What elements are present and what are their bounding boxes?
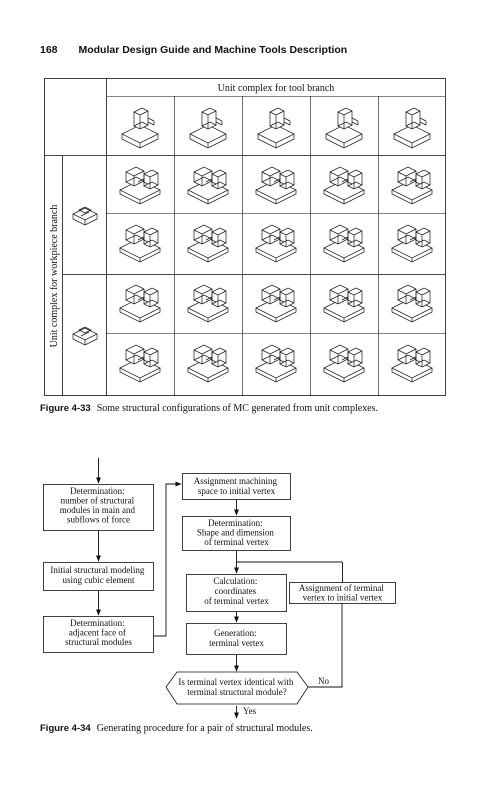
row-header: Unit complex for workpiece branch — [49, 205, 60, 348]
calculation-box — [186, 574, 287, 612]
shape-dimension-box — [182, 516, 291, 551]
table-frame — [44, 78, 446, 396]
figure-4-34-label: Figure 4-34 — [40, 723, 91, 734]
assignment-terminal-text: Assignment of terminal vertex to initial… — [299, 583, 386, 603]
page-number: 168 — [40, 44, 58, 56]
figure-4-33-caption: Figure 4-33 Some structural configuration… — [40, 403, 378, 414]
config-cell-r3 — [119, 284, 433, 323]
tool-unit-drawing-2 — [189, 107, 227, 149]
decision-text: Is terminal vertex identical with termin… — [178, 677, 295, 697]
adjacent-face-box — [43, 616, 154, 653]
figure-4-33-label: Figure 4-33 — [40, 403, 91, 414]
initial-modeling-text: Initial structural modeling using cubic … — [50, 565, 146, 585]
tool-unit-drawing-3 — [257, 107, 295, 149]
figure-4-34-caption: Figure 4-34 Generating procedure for a pa… — [40, 723, 313, 734]
yes-label: Yes — [243, 706, 257, 716]
config-cell-r2 — [119, 224, 433, 263]
generation-text: Generation: terminal vertex — [209, 628, 264, 648]
figure-4-34-flowchart: Determination: number of structural modu… — [43, 458, 396, 719]
workpiece-unit-drawing-1 — [72, 206, 98, 226]
no-label: No — [318, 676, 329, 686]
generation-box — [186, 623, 287, 655]
workpiece-unit-drawing-2 — [72, 326, 98, 346]
column-header: Unit complex for tool branch — [218, 83, 335, 94]
config-cell-r4 — [119, 344, 433, 383]
initial-modeling-box — [43, 562, 154, 591]
decision-hexagon — [165, 671, 309, 705]
figure-4-34-text: Generating procedure for a pair of struc… — [96, 723, 313, 734]
determination-modules-text: Determination: number of structural modu… — [60, 486, 138, 525]
running-title: Modular Design Guide and Machine Tools D… — [78, 44, 348, 56]
assignment-terminal-box — [289, 582, 396, 604]
figure-4-33-table: Unit complex for tool branch Unit comple… — [44, 78, 446, 396]
assignment-space-box — [182, 473, 291, 500]
shape-dimension-text: Determination: Shape and dimension of te… — [197, 518, 276, 547]
determination-modules-box — [43, 484, 154, 531]
calculation-text: Calculation: coordinates of terminal ver… — [204, 576, 269, 606]
figure-4-33-text: Some structural configurations of MC gen… — [96, 403, 379, 414]
tool-unit-drawing-4 — [325, 107, 363, 149]
assignment-space-text: Assignment machining space to initial ve… — [194, 476, 280, 496]
adjacent-face-text: Determination: adjacent face of structur… — [65, 618, 132, 647]
tool-unit-drawing-1 — [121, 107, 159, 149]
page-header: 168 Modular Design Guide and Machine Too… — [40, 44, 347, 56]
tool-unit-drawing-5 — [393, 107, 431, 149]
config-cell-r1 — [119, 166, 433, 205]
